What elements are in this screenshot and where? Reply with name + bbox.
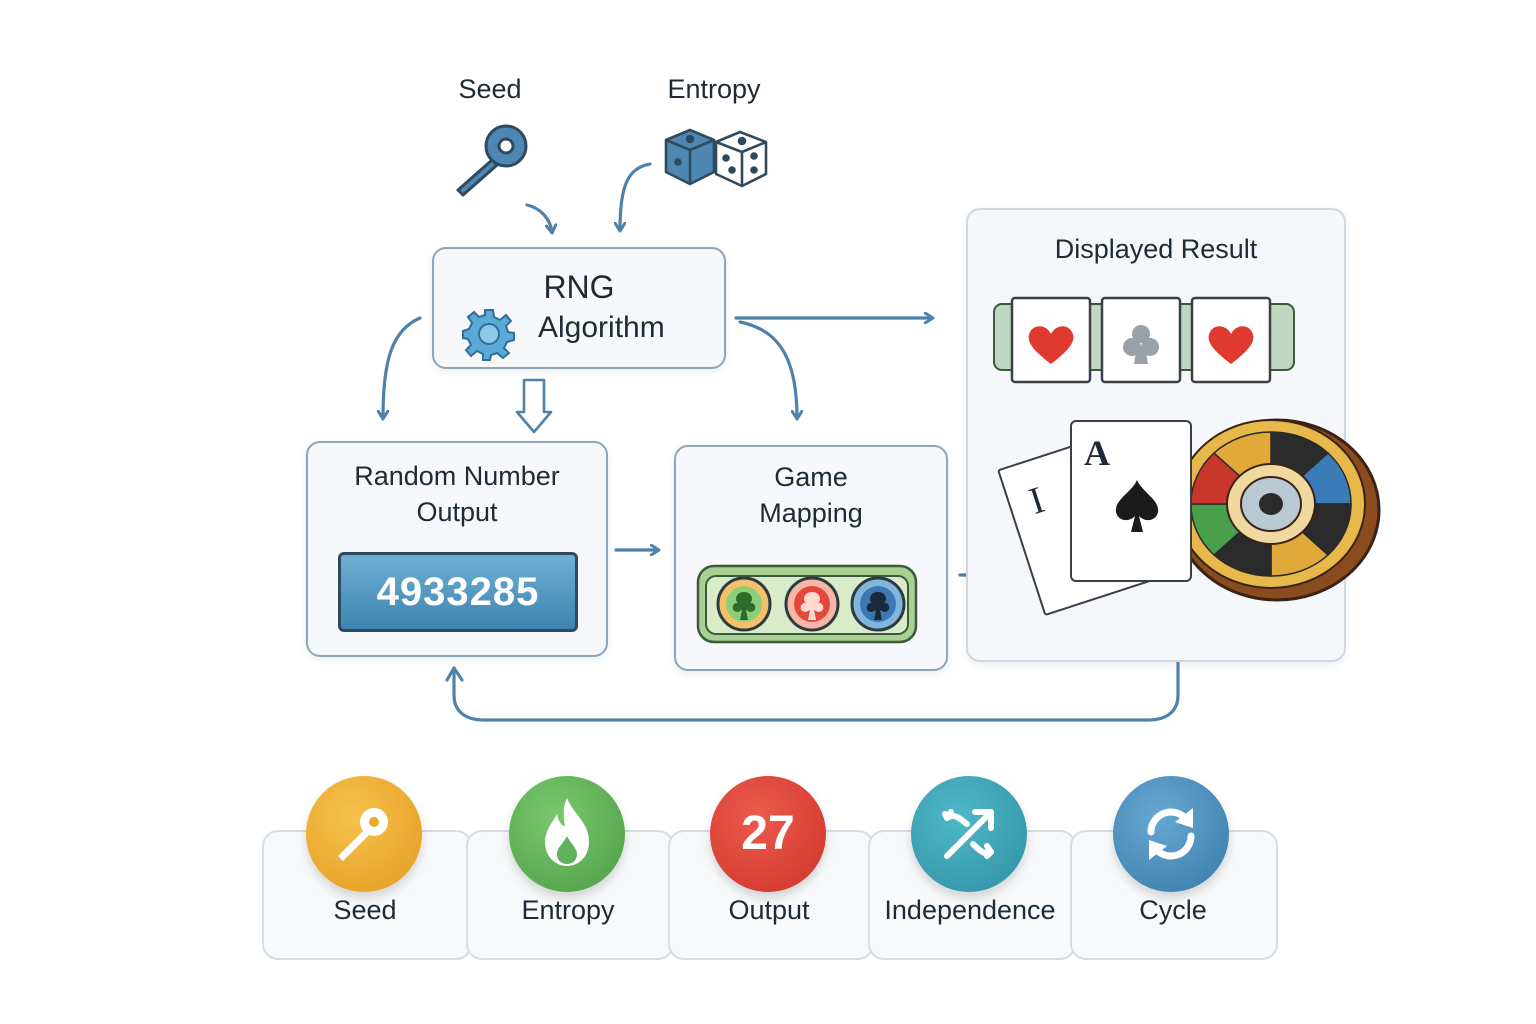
entropy-label: Entropy (667, 74, 761, 104)
output-title-line1: Random Number (354, 461, 560, 491)
legend-label-cycle: Cycle (1139, 895, 1207, 925)
legend-label-independence: Independence (884, 895, 1056, 925)
dice-icon (664, 128, 768, 188)
mapping-title-line2: Mapping (759, 498, 863, 528)
ace-rank: A (1084, 433, 1110, 473)
rng-title: RNG (543, 269, 615, 305)
legend-badge-independence (911, 776, 1027, 892)
back-card-rank: I (1024, 478, 1050, 523)
arrow-seed-to-rng (525, 203, 552, 232)
key-icon (338, 808, 388, 861)
rng-algorithm-box: RNG Algorithm (432, 247, 726, 369)
gear-icon (462, 309, 515, 361)
legend-badge-output: 27 (710, 776, 826, 892)
heart-icon (1208, 326, 1254, 364)
shuffle-arrows-icon (942, 809, 994, 859)
legend-badge-seed (306, 776, 422, 892)
club-icon (1123, 325, 1159, 364)
legend-badge-entropy (509, 776, 625, 892)
random-number-value: 4933285 (338, 552, 578, 632)
roulette-wheel-icon (1173, 418, 1381, 602)
arrow-feedback-loop (452, 646, 1178, 722)
seed-label: Seed (458, 74, 522, 104)
spade-icon (1115, 480, 1159, 532)
arrow-rng-to-output (383, 316, 422, 418)
arrow-entropy-to-rng (620, 162, 652, 230)
legend-label-entropy: Entropy (521, 895, 615, 925)
slot-reels-icon (696, 564, 918, 644)
legend-label-seed: Seed (333, 895, 397, 925)
heart-icon (1028, 326, 1074, 364)
displayed-result-title: Displayed Result (1054, 234, 1258, 264)
mapping-title-line1: Game (774, 462, 848, 492)
flame-icon (545, 798, 589, 866)
rng-subtitle: Algorithm (538, 311, 665, 344)
arrow-rng-to-mapping (738, 320, 797, 418)
playing-card-ace-of-spades: A (1070, 420, 1192, 582)
legend-label-output: Output (728, 895, 810, 925)
key-icon (456, 124, 528, 197)
output-title-line2: Output (416, 497, 498, 527)
card-row-icon (993, 296, 1295, 384)
cycle-icon (1147, 808, 1195, 860)
legend-badge-cycle (1113, 776, 1229, 892)
number-icon: 27 (741, 807, 795, 860)
arrow-rng-down-hollow (515, 378, 553, 434)
